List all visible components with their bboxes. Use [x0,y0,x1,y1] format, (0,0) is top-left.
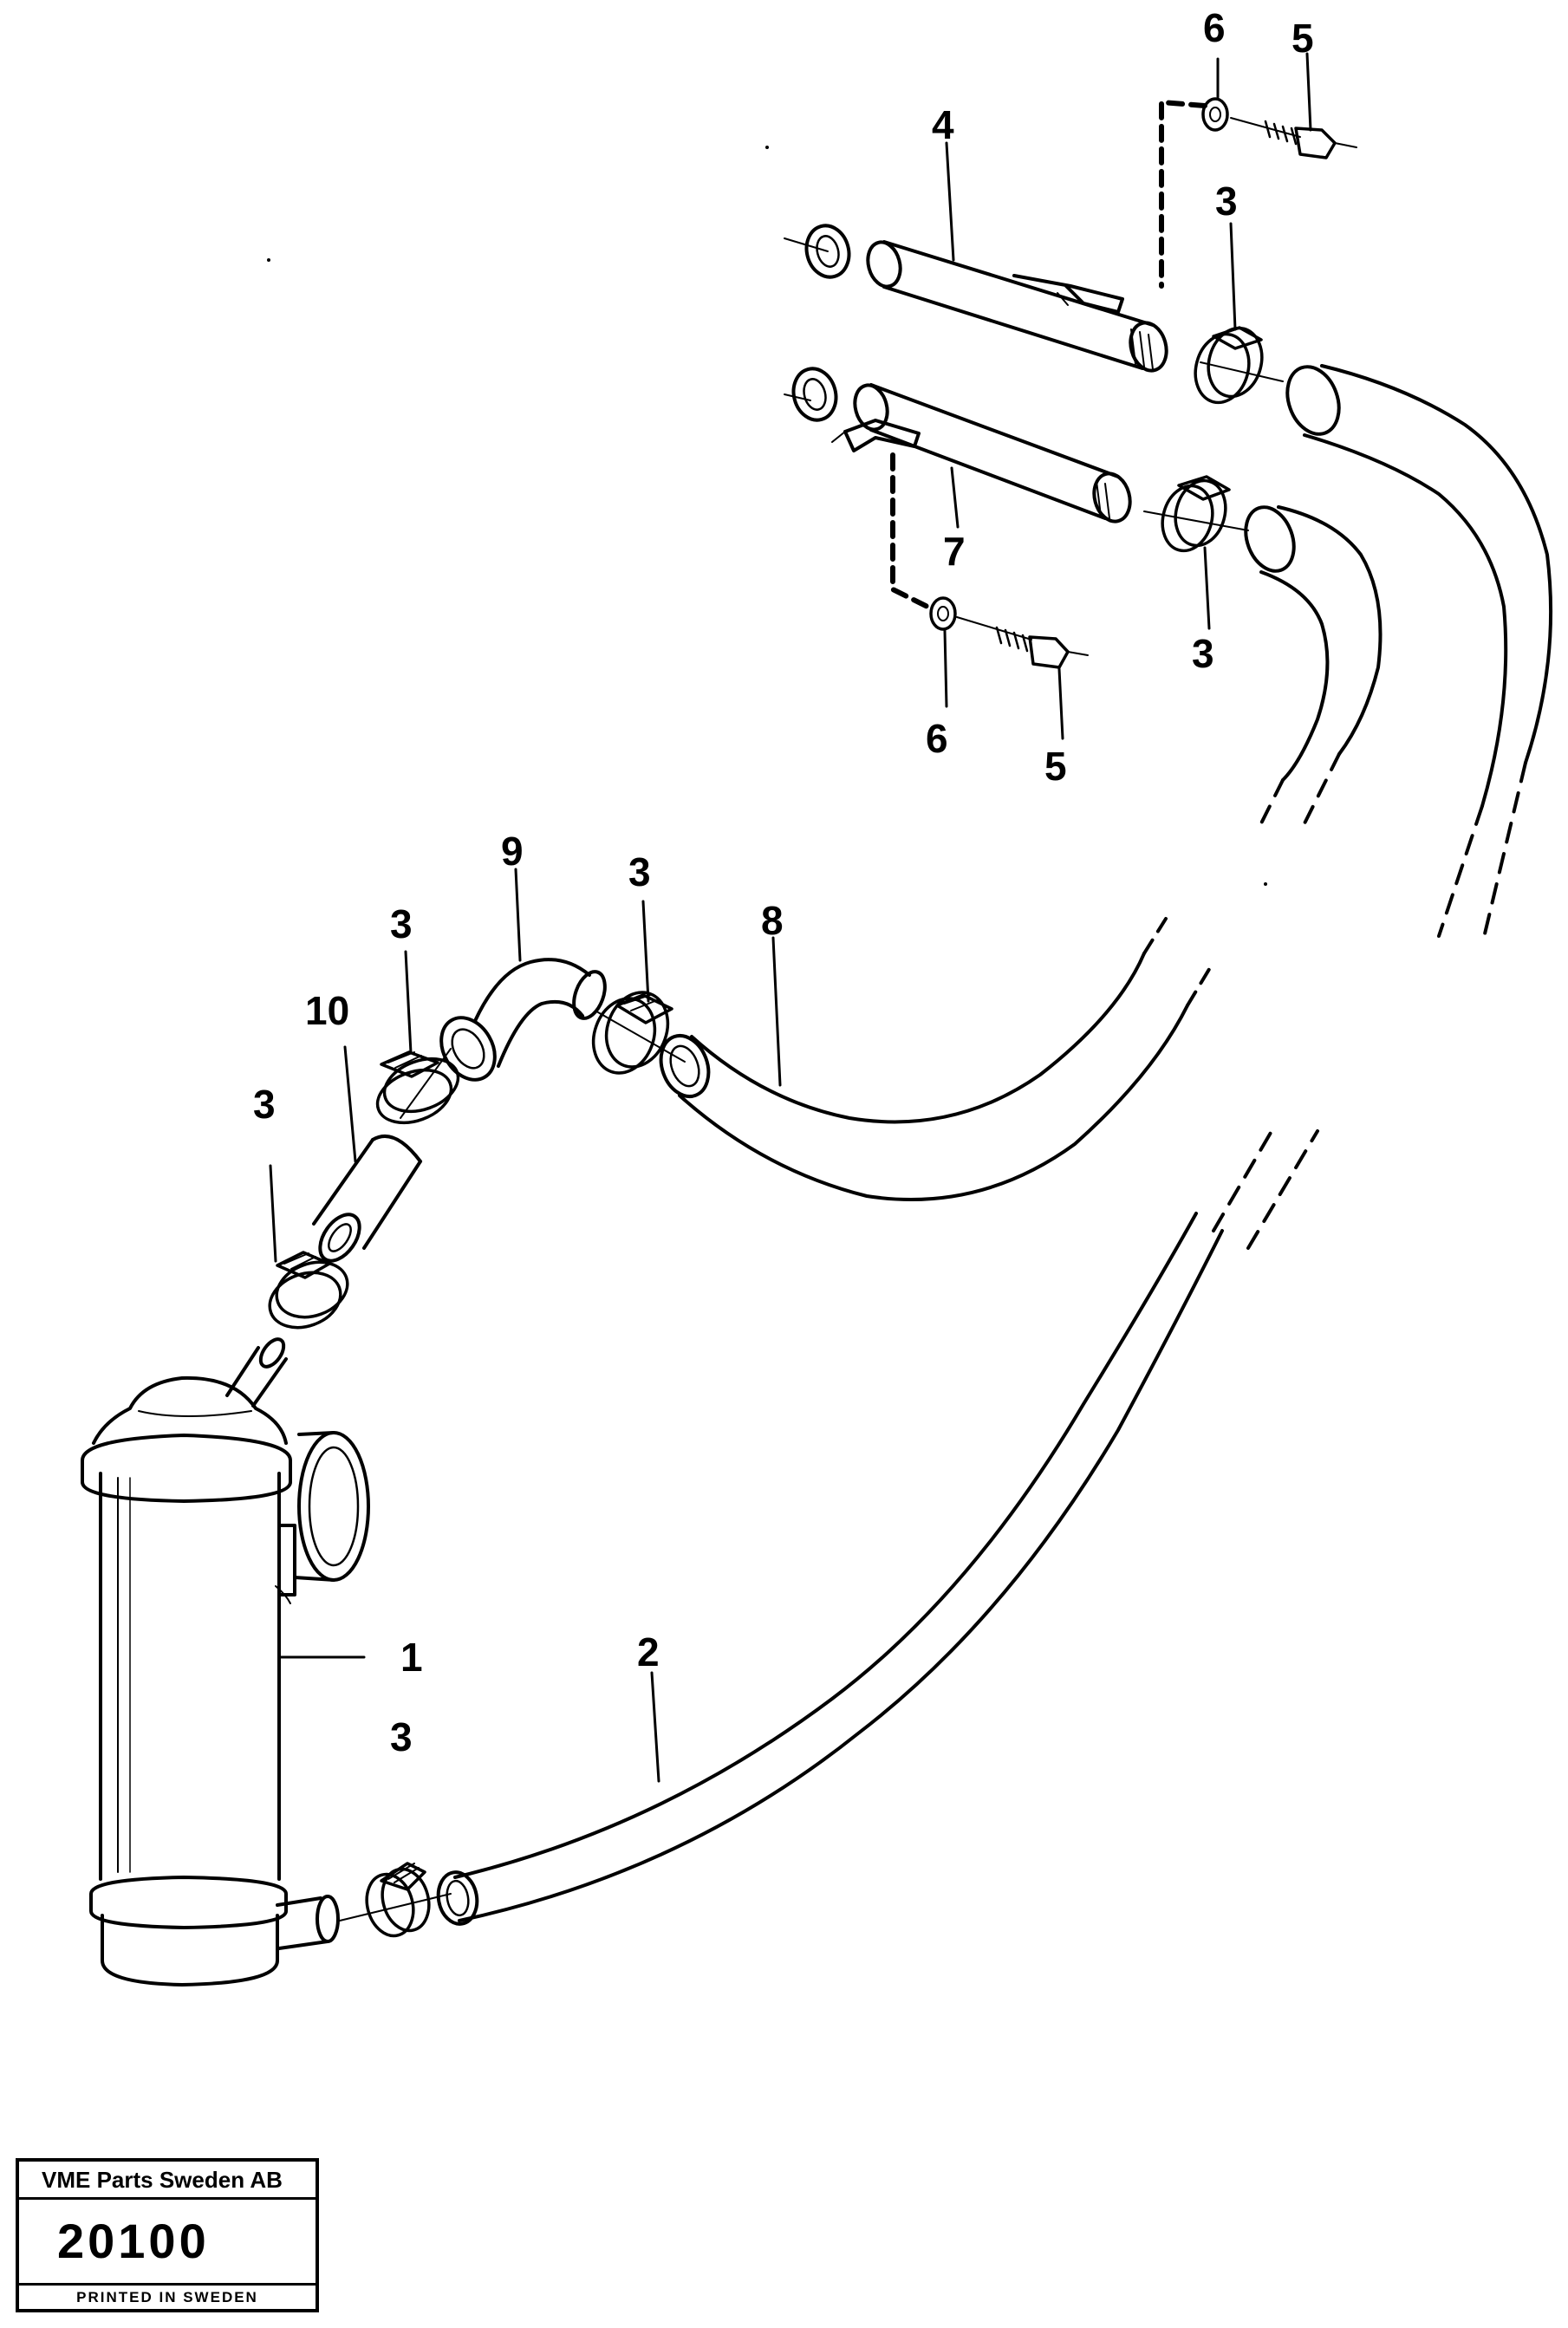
lower-hose [1244,505,1383,834]
callout-2: 2 [637,1629,660,1674]
callout-6: 6 [1203,5,1226,50]
speck-dot [267,258,270,262]
callout-3: 3 [1192,631,1214,676]
drawing-number: 20100 [57,2214,210,2268]
speck-dot [765,146,769,149]
callout-10: 10 [305,988,349,1033]
part-10-connector [312,1045,422,1263]
part-2-hose [436,1125,1319,1926]
part-5-screw-upper [1230,52,1357,159]
callout-5: 5 [1291,16,1314,61]
callouts: 1 2 3 3 3 3 3 3 4 5 5 6 6 7 8 9 10 [253,5,1314,1759]
callout-4: 4 [932,102,954,147]
part-8-hose [659,917,1215,1201]
callout-6: 6 [926,716,948,761]
part-3-clamp-upper-right [1194,222,1284,405]
part-6-washer-upper [1201,57,1229,132]
part-9-elbow [439,868,607,1082]
title-block: VME Parts Sweden AB 20100 PRINTED IN SWE… [16,2158,319,2312]
callout-8: 8 [761,898,784,943]
speck-dot [1264,882,1267,886]
callout-3: 3 [390,901,413,946]
part-7-tube [784,367,1132,529]
part-3-clamp-middle [591,900,686,1075]
part-3-clamp-bottom [339,1862,452,1938]
bracket-dashed-line-lower [890,452,930,609]
callout-3: 3 [253,1082,276,1127]
callout-7: 7 [943,529,966,574]
bracket-dashed-line-upper [1159,100,1207,289]
part-4-tube [784,141,1168,373]
part-1-air-cleaner [81,1337,370,1987]
callout-1: 1 [400,1635,423,1680]
callout-3: 3 [390,1714,413,1759]
company-name: VME Parts Sweden AB [19,2162,316,2200]
printed-note: PRINTED IN SWEDEN [19,2283,316,2309]
callout-5: 5 [1044,744,1067,789]
callout-3: 3 [628,849,651,894]
part-6-washer-lower [929,596,957,708]
part-3-clamp-lower [268,1164,349,1330]
callout-9: 9 [501,829,524,874]
part-3-clamp-right-middle [1143,475,1249,630]
upper-hose [1285,364,1553,946]
part-5-screw-lower [956,616,1089,740]
callout-3: 3 [1215,179,1238,224]
